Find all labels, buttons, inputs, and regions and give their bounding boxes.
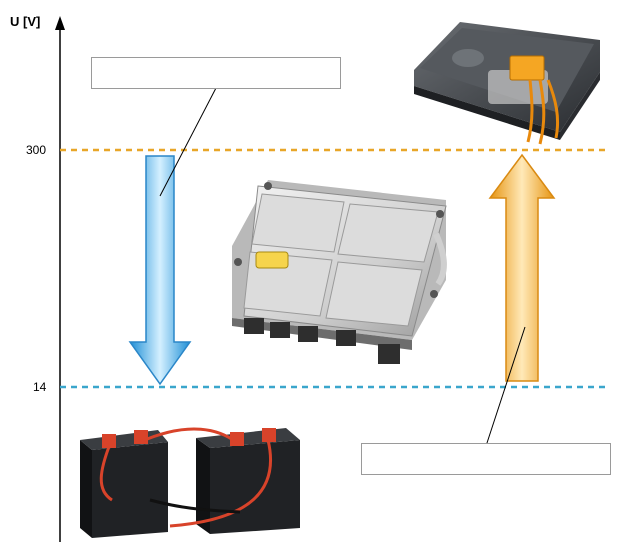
tick-label-14: 14 xyxy=(33,380,47,394)
12v-batteries-icon xyxy=(80,427,300,538)
tick-label-300: 300 xyxy=(26,143,47,157)
callout-box-top-left xyxy=(91,57,341,89)
axis-label: U [V] xyxy=(10,14,41,29)
callout-line-bottom xyxy=(485,326,526,447)
axis-arrowhead xyxy=(55,16,65,30)
up-arrow xyxy=(488,153,556,382)
callout-line-top xyxy=(159,87,217,197)
high-voltage-battery-icon xyxy=(414,22,600,145)
dc-dc-converter-icon xyxy=(232,180,447,364)
down-arrow xyxy=(128,155,192,386)
callout-box-bottom-right xyxy=(361,443,611,475)
